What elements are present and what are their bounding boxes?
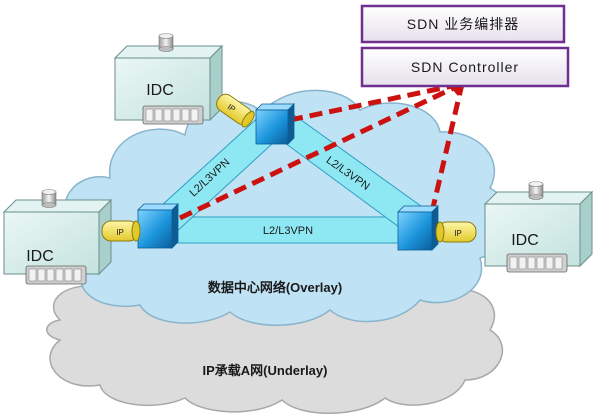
connector-left [101,220,141,242]
control-path-right [429,83,465,213]
idc-left [3,189,112,285]
control-paths [178,81,465,221]
connector-left-label: IP [116,228,124,237]
orchestrator-label: SDN 业务编排器 [407,16,519,32]
tunnel-label-bottom: L2/L3VPN [263,225,313,237]
node-top [255,103,295,145]
idc-left-label: IDC [26,248,54,265]
connector-right [435,221,477,243]
orchestrator-box [360,4,566,44]
control-path-left [178,81,464,221]
idc-right-label: IDC [511,232,539,249]
controller-label: SDN Controller [411,59,519,75]
node-left [137,203,179,249]
connector-top: IP [216,93,255,128]
idc-right [484,181,593,273]
node-right [397,205,439,251]
connector-top-label: IP [226,102,237,114]
controller-box [360,46,570,88]
idc-top-label: IDC [146,82,174,99]
underlay-label: IP承载A网(Underlay) [203,363,328,378]
idc-top [114,33,223,125]
connector-right-label: IP [454,229,462,238]
overlay-label: 数据中心网络(Overlay) [208,280,342,295]
control-path-top [289,81,463,123]
